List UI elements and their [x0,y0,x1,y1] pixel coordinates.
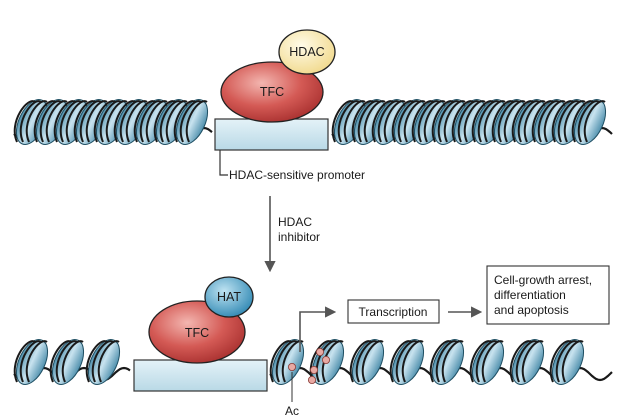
nucleosome-spiral-icon [85,339,121,385]
outcome-box [486,265,610,325]
promoter-label: HDAC-sensitive promoter [229,168,365,182]
tfc-label-top: TFC [260,85,284,99]
hdac-inhibitor-label-line2: inhibitor [278,230,320,244]
nucleosome-spiral-icon [429,339,465,385]
tfc-label-bottom: TFC [185,326,209,340]
nucleosome-spiral-icon [389,339,425,385]
transcription-start-arrow [299,306,337,352]
nucleosome-spiral-icon [13,339,49,385]
nucleosome-spiral-icon [173,99,209,145]
acetyl-dot [315,347,324,356]
acetyl-dot [321,355,330,364]
nucleosome-spiral-icon [549,339,585,385]
promoter-bracket-line [219,150,228,176]
transcription-box [347,299,440,324]
nucleosome-spiral-icon [269,339,305,385]
hat-label: HAT [217,290,241,304]
hdac-label: HDAC [289,45,324,59]
nucleosome-spiral-icon [509,339,545,385]
top-dna-strand [13,99,613,145]
acetyl-dot [309,365,318,374]
tfc-complex-top [220,61,324,123]
hdac-sensitive-promoter-box [214,118,329,151]
nucleosome-spiral-icon [571,99,607,145]
hat-complex [204,276,254,318]
acetyl-groups [287,347,330,384]
outcome-label-line2: differentiation [494,288,566,302]
acetyl-label: Ac [285,404,299,418]
nucleosome-spiral-icon [49,339,85,385]
hdac-complex [278,29,336,75]
bottom-dna-strand [13,339,613,385]
hdac-inhibitor-label-line1: HDAC [278,215,312,229]
nucleosome-spiral-icon [349,339,385,385]
outcome-label-line3: and apoptosis [494,303,569,317]
acetyl-dot [307,375,316,384]
nucleosome-spiral-icon [469,339,505,385]
promoter-box-bottom [133,359,268,392]
transcription-label: Transcription [359,305,428,319]
acetyl-dot [287,362,296,371]
outcome-label-line1: Cell-growth arrest, [494,273,592,287]
